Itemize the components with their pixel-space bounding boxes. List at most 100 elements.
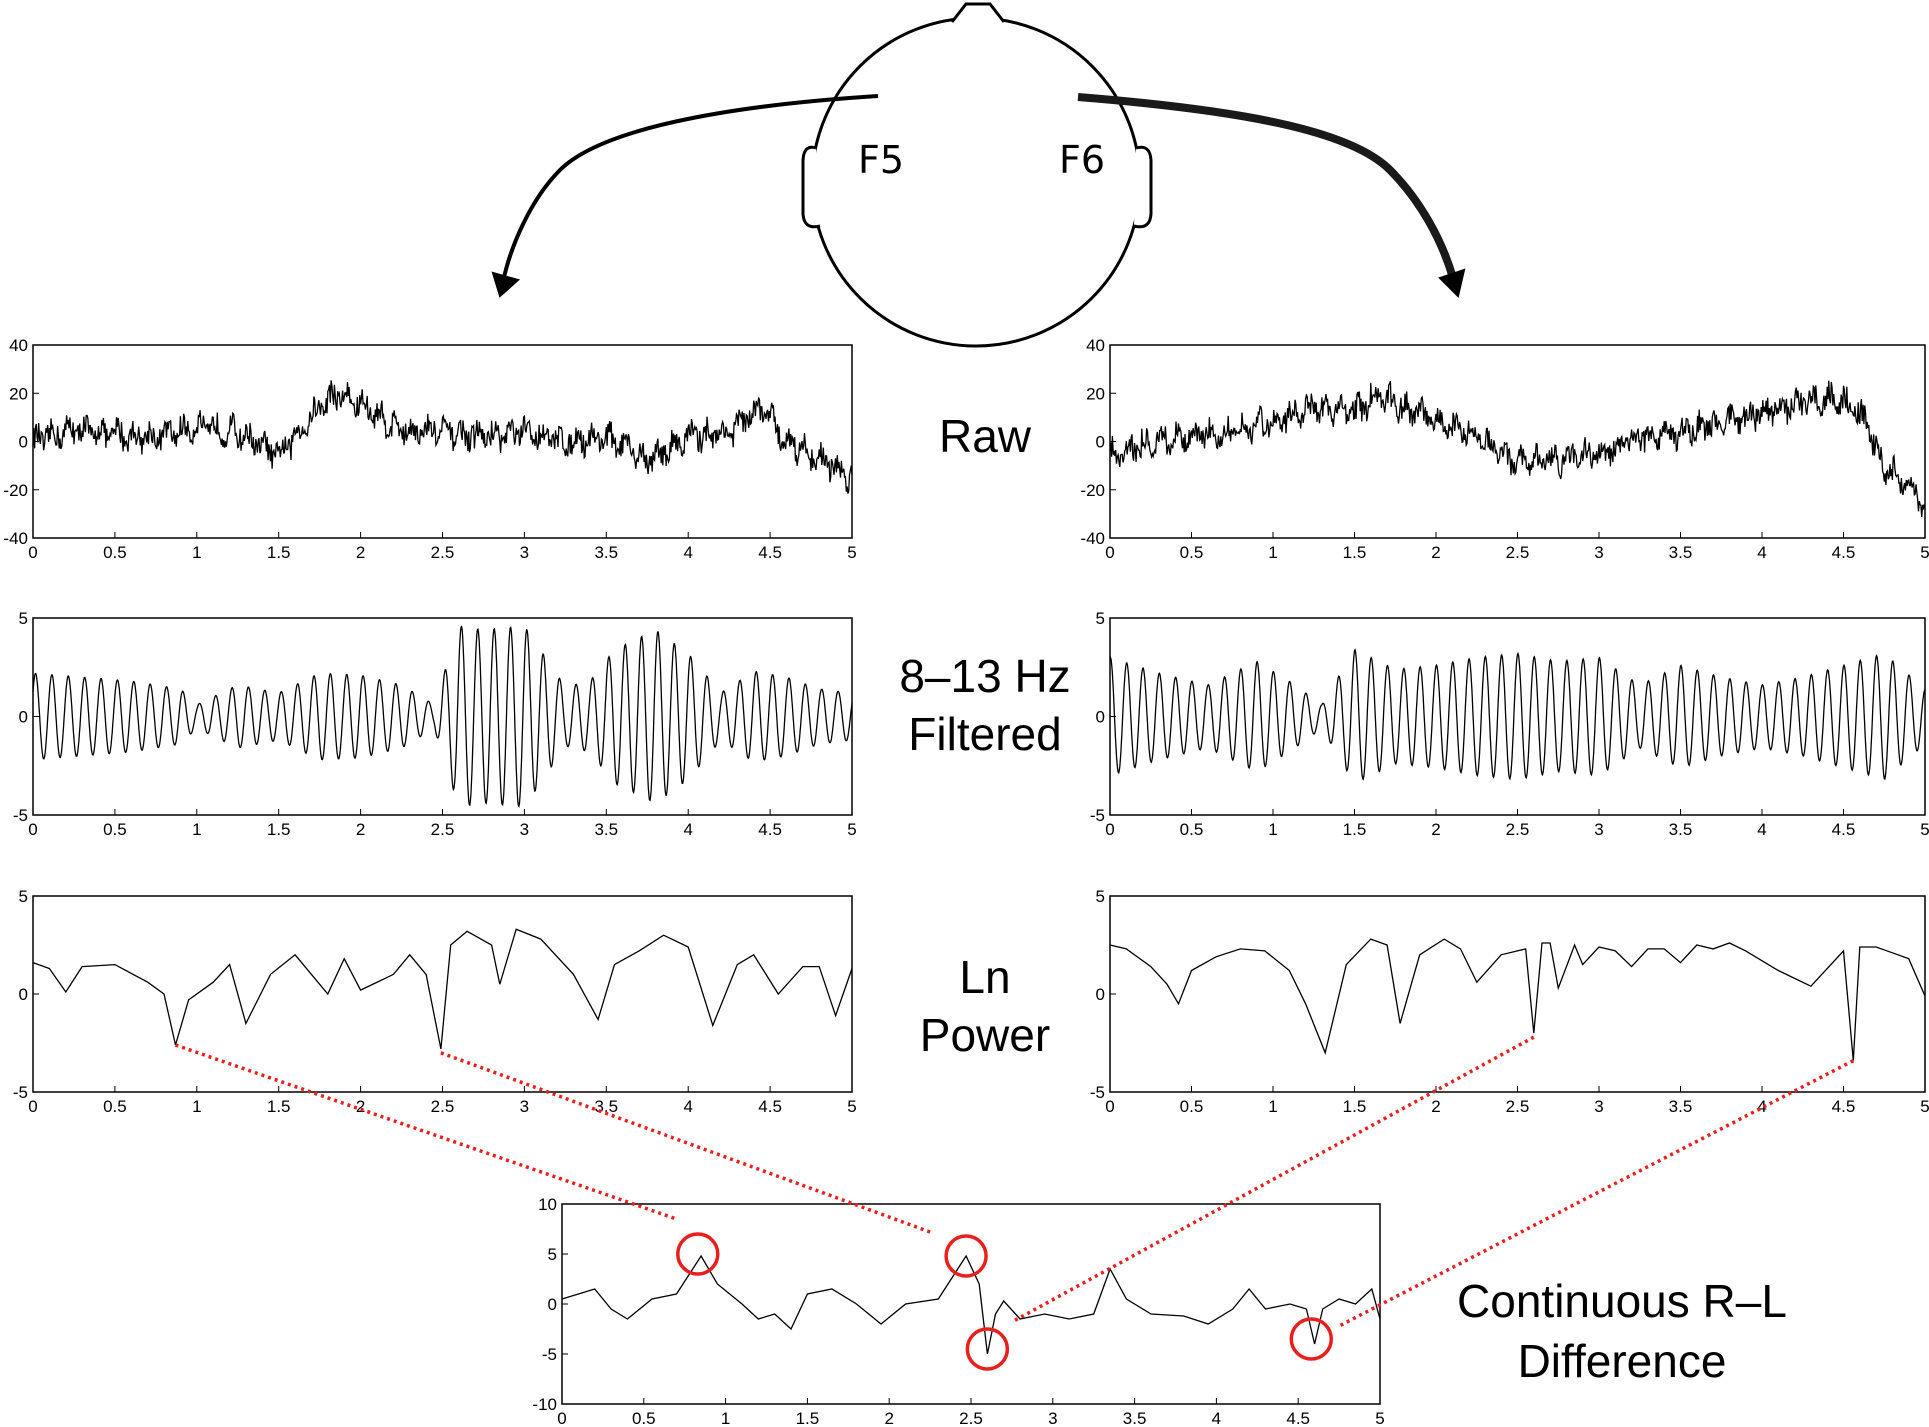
x-tick-label: 1	[721, 1409, 730, 1427]
x-tick-label: 3	[520, 820, 529, 839]
x-tick-label: 3	[520, 543, 529, 562]
row-label-filtered-1: 8–13 Hz	[899, 650, 1070, 702]
x-tick-label: 2	[356, 543, 365, 562]
x-tick-label: 1.5	[1343, 1097, 1367, 1116]
y-tick-label: 10	[538, 1195, 557, 1214]
nose-icon	[950, 2, 1006, 23]
x-tick-label: 0.5	[632, 1409, 656, 1427]
y-tick-label: 0	[19, 985, 28, 1004]
connector-line	[1011, 1035, 1535, 1324]
row-label-power-2: Power	[920, 1009, 1050, 1061]
x-tick-label: 4	[1212, 1409, 1221, 1427]
y-tick-label: 0	[1096, 433, 1105, 452]
right-ear-icon	[1133, 145, 1153, 229]
electrode-label-f6: F6	[1059, 138, 1105, 182]
x-tick-label: 3	[520, 1097, 529, 1116]
x-tick-label: 0.5	[103, 543, 127, 562]
x-tick-label: 2.5	[1506, 1097, 1530, 1116]
y-tick-label: 0	[19, 433, 28, 452]
series-line	[1109, 938, 1926, 1061]
y-tick-label: 5	[19, 887, 28, 906]
x-tick-label: 2.5	[1506, 820, 1530, 839]
x-tick-label: 0.5	[1180, 543, 1204, 562]
highlight-circle	[676, 1232, 720, 1276]
x-tick-label: 0	[28, 543, 37, 562]
x-tick-label: 1.5	[267, 543, 291, 562]
x-tick-label: 5	[847, 820, 856, 839]
x-tick-label: 3.5	[594, 543, 618, 562]
x-tick-label: 1	[1268, 1097, 1277, 1116]
x-tick-label: 4	[1757, 543, 1766, 562]
y-tick-label: -20	[1080, 481, 1105, 500]
x-tick-label: 4.5	[1832, 543, 1856, 562]
x-tick-label: 0	[28, 820, 37, 839]
plot-frame	[32, 617, 853, 816]
right-arrow-curve	[1077, 93, 1457, 280]
x-tick-label: 4	[683, 543, 692, 562]
x-tick-label: 4.5	[758, 820, 782, 839]
x-tick-label: 2	[884, 1409, 893, 1427]
series-line	[32, 928, 853, 1050]
row-label-power-1: Ln	[959, 951, 1010, 1003]
row-label-filtered-2: Filtered	[908, 708, 1061, 760]
y-tick-label: -40	[3, 529, 28, 548]
x-tick-label: 4.5	[1832, 1097, 1856, 1116]
y-tick-label: 5	[1096, 609, 1105, 628]
x-tick-label: 3.5	[594, 820, 618, 839]
y-tick-label: 20	[9, 384, 28, 403]
right-arrow-head	[1438, 268, 1466, 298]
x-tick-label: 0	[1105, 543, 1114, 562]
plot-frame	[1109, 617, 1926, 816]
y-tick-label: 0	[1096, 985, 1105, 1004]
x-tick-label: 2.5	[431, 1097, 455, 1116]
x-tick-label: 0.5	[103, 820, 127, 839]
x-tick-label: 4.5	[1286, 1409, 1310, 1427]
left-ear-icon	[801, 145, 821, 229]
x-tick-label: 1	[192, 543, 201, 562]
x-tick-label: 1.5	[1343, 543, 1367, 562]
plot-frame	[32, 344, 853, 539]
x-tick-label: 4	[1757, 820, 1766, 839]
y-tick-label: 5	[19, 609, 28, 628]
x-tick-label: 1	[1268, 543, 1277, 562]
x-tick-label: 3	[1594, 1097, 1603, 1116]
x-tick-label: 2	[1431, 820, 1440, 839]
y-tick-label: 40	[9, 336, 28, 355]
y-tick-label: -5	[1090, 806, 1105, 825]
x-tick-label: 4	[683, 1097, 692, 1116]
row-label-diff-2: Difference	[1518, 1335, 1727, 1387]
series-line	[32, 625, 853, 808]
x-tick-label: 3.5	[1669, 820, 1693, 839]
x-tick-label: 3.5	[1669, 543, 1693, 562]
x-tick-label: 1.5	[267, 820, 291, 839]
x-tick-label: 4	[683, 820, 692, 839]
x-tick-label: 1.5	[267, 1097, 291, 1116]
x-tick-label: 0.5	[103, 1097, 127, 1116]
x-tick-label: 3.5	[1123, 1409, 1147, 1427]
x-tick-label: 2.5	[431, 543, 455, 562]
x-tick-label: 1	[192, 1097, 201, 1116]
plot-frame	[561, 1203, 1381, 1405]
x-tick-label: 0	[557, 1409, 566, 1427]
y-tick-label: -40	[1080, 529, 1105, 548]
y-tick-label: 0	[19, 708, 28, 727]
x-tick-label: 1.5	[1343, 820, 1367, 839]
x-tick-label: 1	[192, 820, 201, 839]
x-tick-label: 0	[1105, 1097, 1114, 1116]
y-tick-label: 5	[548, 1245, 557, 1264]
y-tick-label: 5	[1096, 887, 1105, 906]
x-tick-label: 3	[1594, 820, 1603, 839]
connector-line	[1338, 1059, 1855, 1328]
electrode-label-f5: F5	[858, 138, 904, 182]
x-tick-label: 2	[1431, 1097, 1440, 1116]
plot-frame	[1109, 344, 1926, 539]
series-line	[32, 380, 853, 494]
left-arrow-curve	[501, 94, 879, 283]
y-tick-label: -10	[532, 1395, 557, 1414]
